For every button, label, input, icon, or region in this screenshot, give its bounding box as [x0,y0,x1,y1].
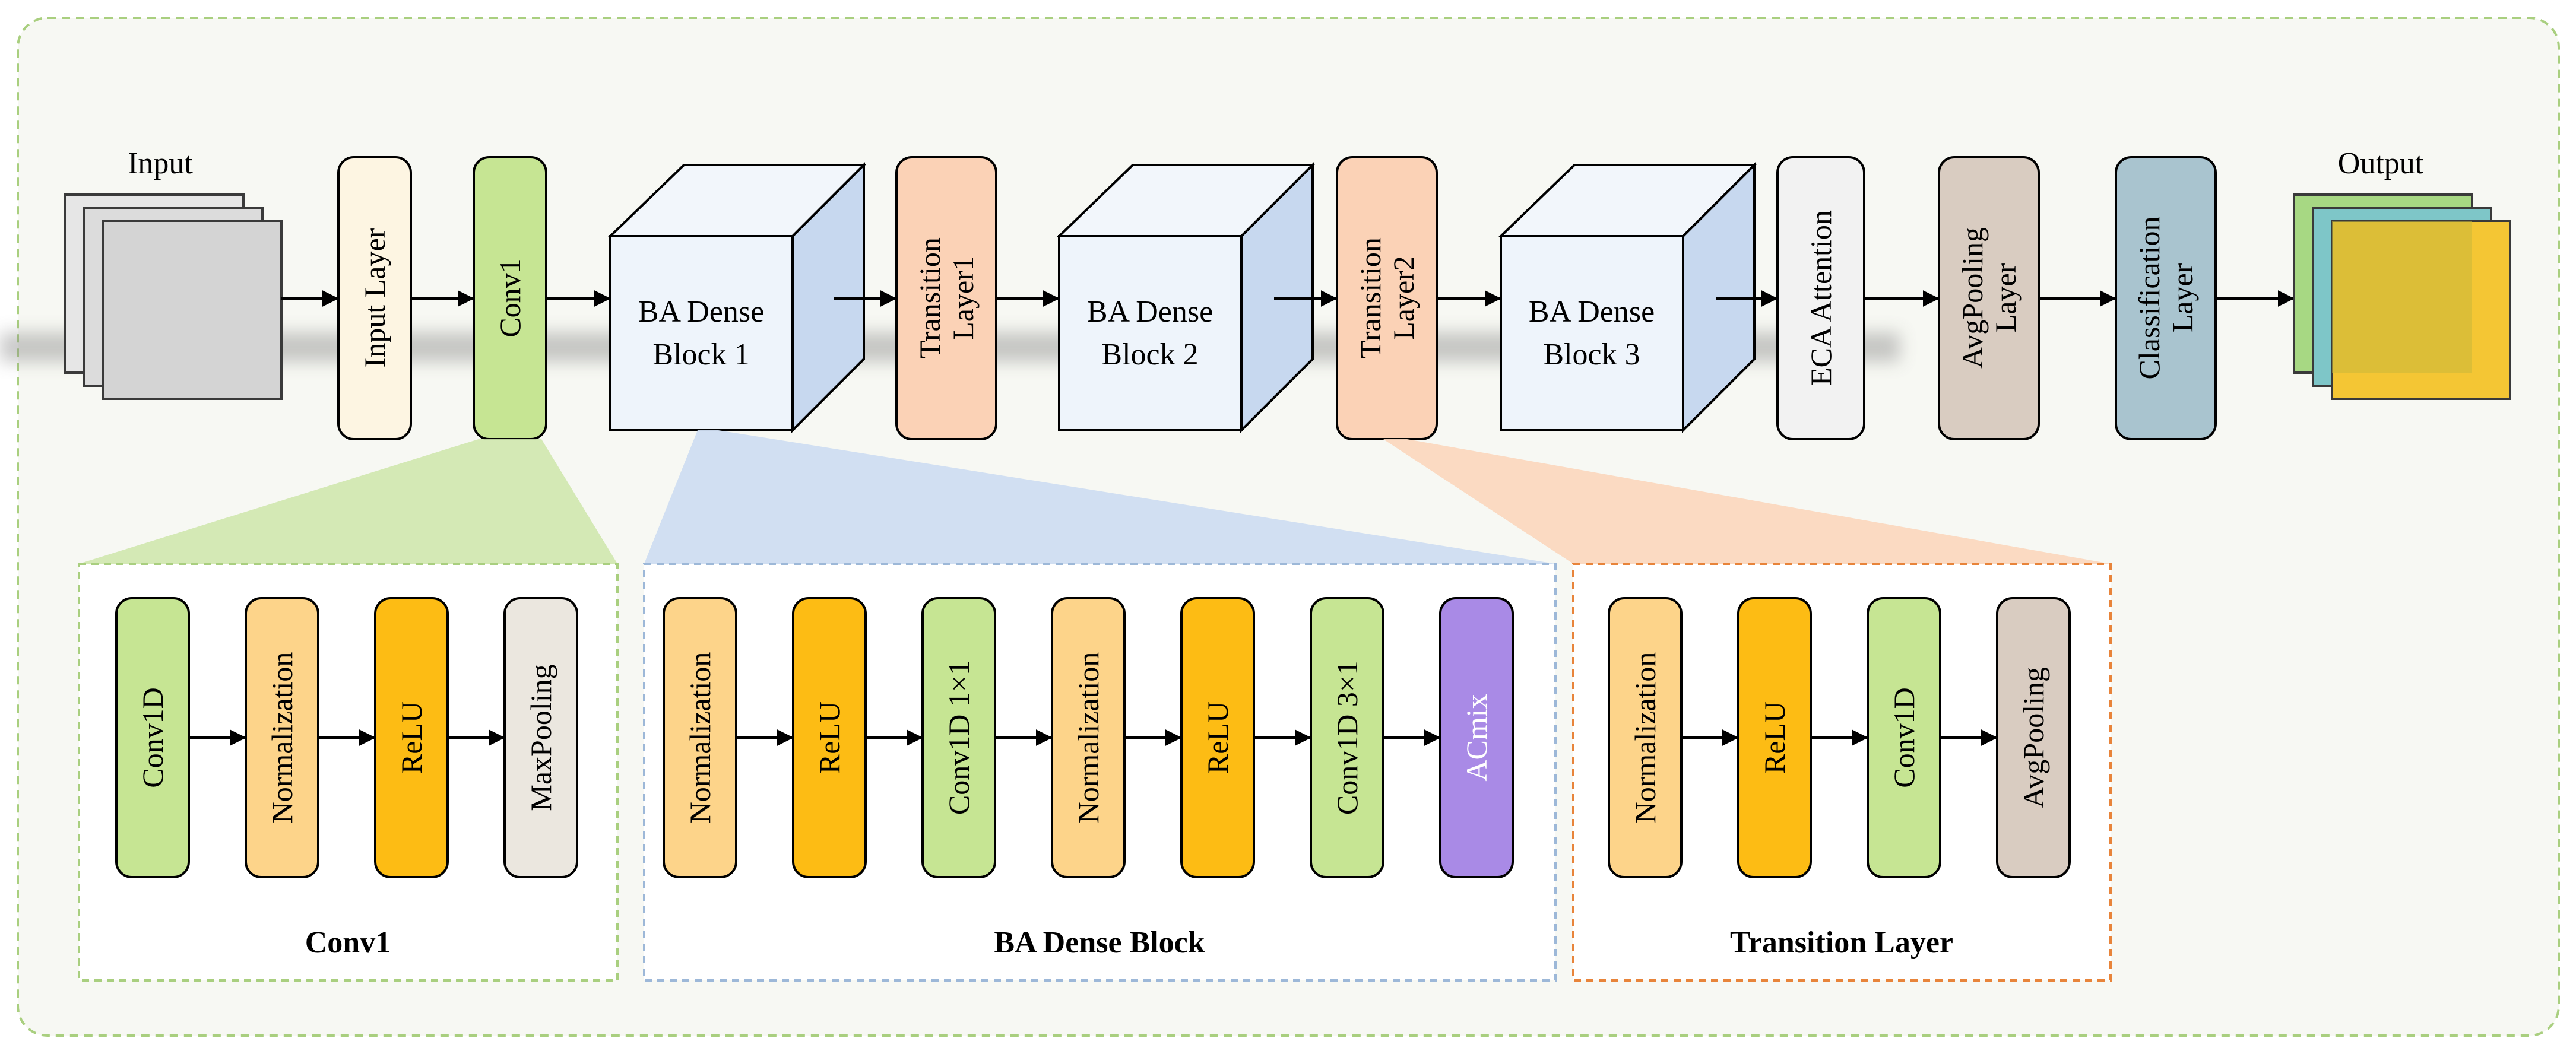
eca-attention-label: ECA Attention [1804,210,1837,386]
transition-layer2-label-2: Layer2 [1387,256,1420,340]
classification-layer-label-2: Layer [2166,263,2199,332]
ba-dense-block-2: BA Dense Block 2 [1056,162,1316,433]
svg-text:Normalization: Normalization [1072,652,1105,824]
svg-text:ReLU: ReLU [1758,701,1791,774]
svg-text:BA Dense: BA Dense [638,295,764,329]
transition-layer2-label-1: Transition [1354,237,1387,358]
transition-layer1-label-2: Layer1 [946,256,980,340]
svg-text:ReLU: ReLU [395,701,428,774]
ba-dense-block-1: BA Dense Block 1 [607,162,867,433]
conv1-wedge [79,439,617,564]
svg-text:Conv1D: Conv1D [136,687,169,788]
svg-text:AvgPooling: AvgPooling [2017,667,2050,808]
svg-text:ReLU: ReLU [813,701,846,774]
svg-text:Block 3: Block 3 [1543,338,1640,371]
output-label: Output [2338,147,2424,180]
ba-dense-detail-title: BA Dense Block [994,926,1205,960]
svg-text:Block 2: Block 2 [1101,338,1198,371]
transition-layer1-label-1: Transition [913,237,946,358]
svg-text:Normalization: Normalization [683,652,717,824]
output-stack [2293,193,2511,400]
svg-text:MaxPooling: MaxPooling [524,664,557,811]
svg-text:Block 1: Block 1 [652,338,749,371]
transition-detail-title: Transition Layer [1730,926,1953,960]
classification-layer-label-1: Classification [2133,217,2166,380]
svg-text:BA Dense: BA Dense [1087,295,1213,329]
conv1-detail-items: Conv1D Normalization ReLU MaxPooling [115,597,578,878]
svg-text:ACmix: ACmix [1460,694,1493,781]
svg-text:Normalization: Normalization [265,652,299,824]
ba-dense-wedge [644,430,1555,564]
svg-text:Conv1D 3×1: Conv1D 3×1 [1330,661,1364,815]
svg-text:Conv1D 1×1: Conv1D 1×1 [942,661,975,815]
svg-text:Normalization: Normalization [1628,652,1662,824]
avgpooling-layer-label-2: Layer [1989,263,2022,332]
conv1-label: Conv1 [493,258,527,337]
input-layer-label: Input Layer [358,228,391,367]
input-label: Input [128,147,193,180]
transition-detail-items: Normalization ReLU Conv1D AvgPooling [1608,597,2071,878]
ba-dense-detail-items: Normalization ReLU Conv1D 1×1 Normalizat… [663,597,1514,878]
transition-wedge [1383,439,2111,564]
svg-text:Conv1D: Conv1D [1887,687,1921,788]
conv1-detail-title: Conv1 [305,926,391,960]
svg-text:BA Dense: BA Dense [1529,295,1655,329]
input-stack [64,193,283,400]
svg-text:ReLU: ReLU [1201,701,1234,774]
avgpooling-layer-label-1: AvgPooling [1956,227,1989,369]
